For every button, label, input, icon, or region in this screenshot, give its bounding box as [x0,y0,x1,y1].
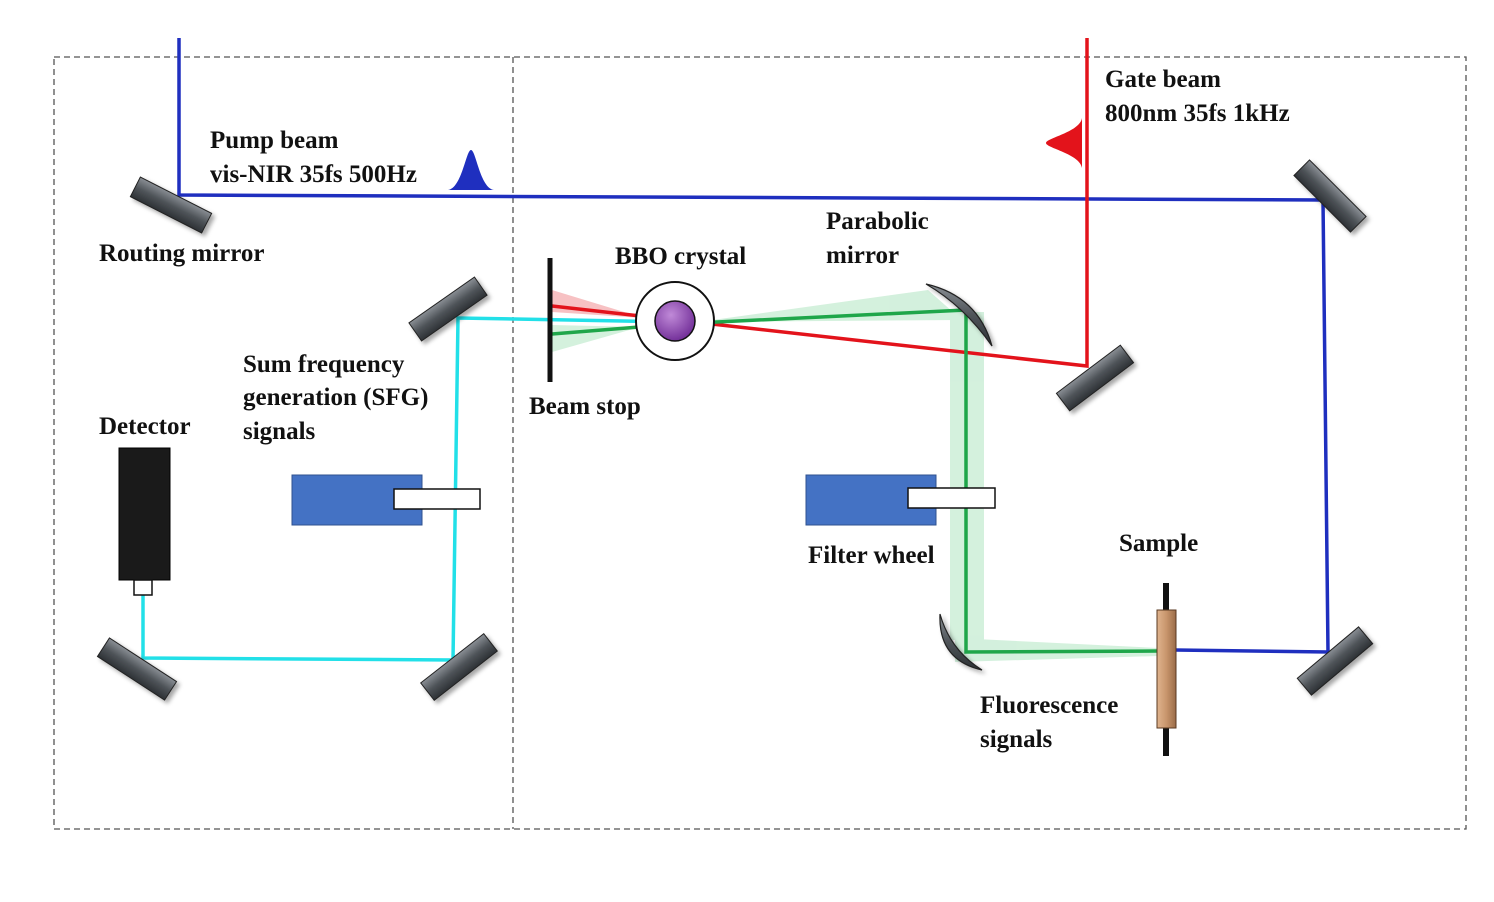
beam-stop-label: Beam stop [529,393,641,420]
gate-beam-label: Gate beam [1105,66,1221,93]
fluorescence-label-1: Fluorescence [980,692,1118,719]
bbo-crystal [635,281,715,361]
routing-mirror-label: Routing mirror [99,240,265,267]
mirror-sfg-bottom-left [96,637,178,701]
filter-wheel-sfg [291,474,481,526]
filter-wheel [805,474,996,526]
pump-pulse-icon [448,150,494,190]
gate-pulse-icon [1046,118,1082,168]
mirror-sfg-top [408,276,488,342]
pump-beam-label: Pump beam [210,127,339,154]
routing-mirror [129,176,213,234]
detector [118,447,171,596]
parabolic-mirror-top [925,283,993,347]
bbo-crystal-label: BBO crystal [615,243,746,270]
detector-label: Detector [99,413,191,440]
mirror-sfg-bottom-right [420,633,498,701]
sfg-label-2: generation (SFG) [243,384,428,411]
filter-wheel-label: Filter wheel [808,542,935,569]
mirror-gate [1055,344,1135,412]
gate-beam-specs-label: 800nm 35fs 1kHz [1105,100,1290,127]
sfg-label-1: Sum frequency [243,351,405,378]
sfg-label-3: signals [243,418,316,445]
gate-beam [551,38,1089,368]
outer-enclosure [53,56,1467,830]
parabolic-mirror-bottom [939,613,983,671]
pump-beam [177,38,1330,654]
parabolic-mirror-label: Parabolic [826,208,929,235]
sample-label: Sample [1119,530,1198,557]
mirror-bottom-right [1296,626,1374,696]
fluorescence-label-2: signals [980,726,1053,753]
pump-beam-specs-label: vis-NIR 35fs 500Hz [210,161,417,188]
parabolic-mirror-label-2: mirror [826,242,899,269]
sample [1156,583,1177,756]
mirror-top-right [1293,159,1367,233]
gate-glow [552,290,644,318]
